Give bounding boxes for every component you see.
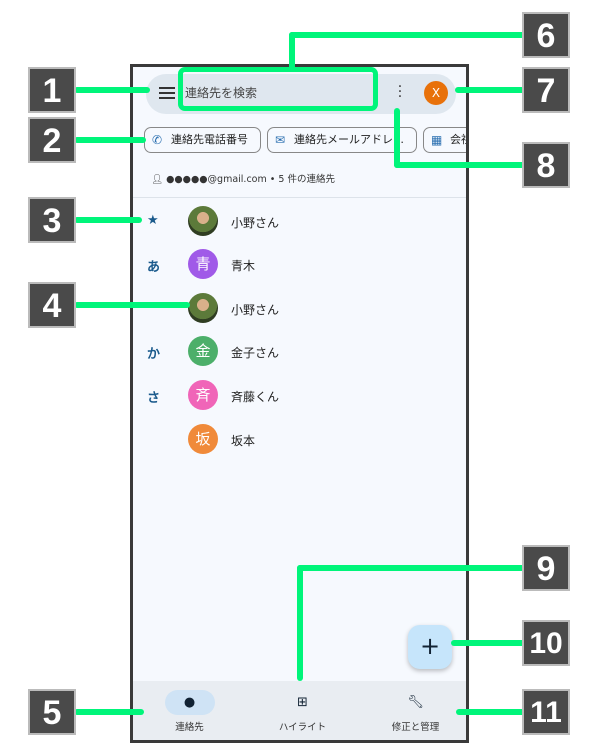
nav-contacts[interactable]: ● 連絡先 bbox=[133, 681, 246, 740]
contact-name[interactable]: 斉藤くん bbox=[231, 390, 280, 404]
callout-line bbox=[74, 137, 146, 143]
contact-avatar: 金 bbox=[188, 336, 218, 366]
contact-avatar: 斉 bbox=[188, 380, 218, 410]
contact-photo bbox=[188, 293, 218, 323]
account-info: 👤︎ ●●●●●@gmail.com • 5 件の連絡先 bbox=[151, 174, 335, 185]
menu-icon[interactable] bbox=[159, 87, 175, 99]
callout-line bbox=[297, 565, 303, 681]
wrench-icon: 🔧︎ bbox=[407, 695, 424, 710]
callout-badge: 10 bbox=[522, 620, 570, 666]
callout-badge: 8 bbox=[522, 142, 570, 188]
callout-line bbox=[74, 709, 144, 715]
chip-company[interactable]: ▦会社 bbox=[423, 127, 466, 153]
index-letter: か bbox=[147, 347, 161, 362]
nav-highlights[interactable]: ⊞ ハイライト bbox=[246, 681, 359, 740]
callout-line bbox=[74, 87, 150, 93]
callout-badge: 7 bbox=[522, 67, 570, 113]
bottom-nav: ● 連絡先 ⊞ ハイライト 🔧︎ 修正と管理 bbox=[133, 681, 466, 740]
divider bbox=[133, 197, 466, 198]
callout-badge: 5 bbox=[28, 689, 76, 735]
callout-badge: 11 bbox=[522, 689, 570, 735]
callout-badge: 1 bbox=[28, 67, 76, 113]
person-icon: 👤︎ bbox=[151, 174, 167, 185]
highlight-icon: ⊞ bbox=[297, 695, 308, 710]
contact-name[interactable]: 小野さん bbox=[231, 303, 280, 317]
contact-name[interactable]: 金子さん bbox=[231, 346, 280, 360]
callout-line bbox=[451, 640, 525, 646]
phone-icon: ✆ bbox=[152, 133, 163, 147]
callout-badge: 2 bbox=[28, 117, 76, 163]
search-input[interactable]: 連絡先を検索 bbox=[185, 86, 258, 100]
add-contact-button[interactable]: + bbox=[408, 625, 452, 669]
chip-phone[interactable]: ✆連絡先電話番号 bbox=[144, 127, 261, 153]
callout-line bbox=[456, 709, 525, 715]
callout-badge: 9 bbox=[522, 545, 570, 591]
contact-name[interactable]: 坂本 bbox=[231, 434, 256, 448]
callout-line bbox=[74, 302, 190, 308]
contact-avatar: 青 bbox=[188, 249, 218, 279]
callout-line bbox=[297, 565, 525, 571]
callout-line bbox=[394, 108, 400, 168]
contact-avatar: 坂 bbox=[188, 424, 218, 454]
contact-photo bbox=[188, 206, 218, 236]
callout-line bbox=[289, 32, 295, 70]
callout-badge: 4 bbox=[28, 282, 76, 328]
more-options-icon[interactable]: ··· bbox=[397, 79, 403, 105]
chip-email[interactable]: ✉連絡先メールアドレ… bbox=[267, 127, 417, 153]
index-star: ★ bbox=[147, 213, 159, 228]
callout-badge: 6 bbox=[522, 12, 570, 58]
contact-name[interactable]: 青木 bbox=[231, 259, 256, 273]
building-icon: ▦ bbox=[431, 133, 443, 147]
callout-line bbox=[394, 162, 525, 168]
callout-line bbox=[289, 32, 525, 38]
account-avatar[interactable]: X bbox=[424, 81, 448, 105]
index-letter: さ bbox=[147, 391, 161, 406]
callout-line bbox=[74, 217, 142, 223]
callout-highlight-box bbox=[178, 67, 378, 111]
callout-badge: 3 bbox=[28, 197, 76, 243]
mail-icon: ✉ bbox=[275, 133, 286, 147]
contact-name[interactable]: 小野さん bbox=[231, 216, 280, 230]
nav-fix-manage[interactable]: 🔧︎ 修正と管理 bbox=[359, 681, 466, 740]
index-letter: あ bbox=[147, 260, 161, 275]
person-icon: ● bbox=[164, 690, 215, 715]
callout-line bbox=[455, 87, 525, 93]
